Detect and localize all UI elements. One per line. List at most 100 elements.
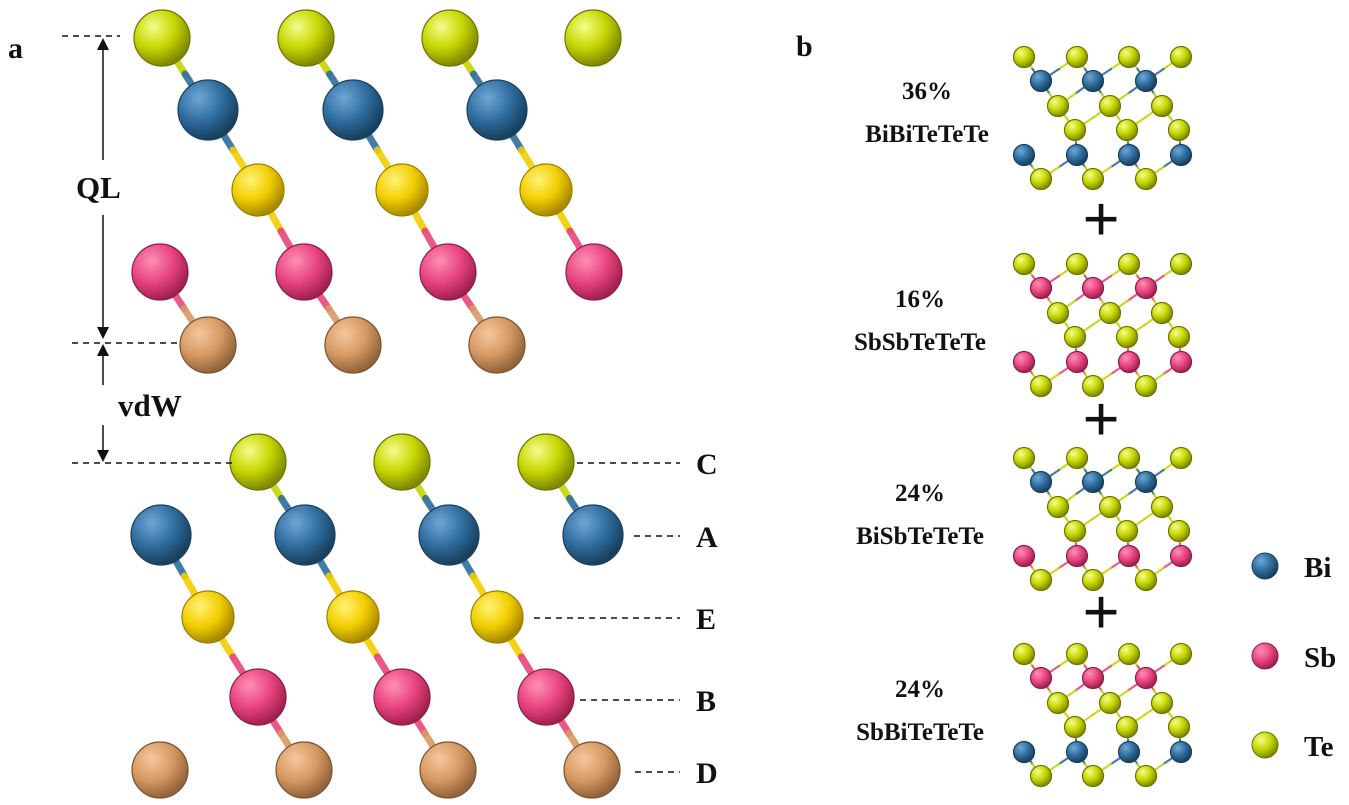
te-atom (1012, 446, 1036, 470)
bi-atom (1029, 69, 1053, 93)
bi-atom (1012, 740, 1036, 764)
bi-atom (1081, 470, 1105, 494)
layer-label-d: D (696, 757, 718, 790)
te-atom (1065, 45, 1089, 69)
bi-atom (1169, 143, 1193, 167)
te-atom (1063, 715, 1087, 739)
layer-label-b: B (696, 685, 716, 718)
te-atom (373, 433, 431, 491)
sb-atom (1081, 666, 1105, 690)
sb-atom (565, 243, 623, 301)
te-atom (1063, 118, 1087, 142)
legend-bi-marker (1251, 552, 1279, 580)
te-atom (1046, 301, 1070, 325)
config-2-name: SbSbTeTeTe (854, 329, 986, 356)
sb-atom (131, 243, 189, 301)
bi-atom (1134, 470, 1158, 494)
bi-atom (1117, 740, 1141, 764)
te-atom (1134, 374, 1158, 398)
config-1-percent: 36% (902, 78, 952, 105)
te-atom (1134, 167, 1158, 191)
te-atom (1098, 94, 1122, 118)
te-atom (1150, 691, 1174, 715)
te-atom (1046, 691, 1070, 715)
sb-atom (1029, 666, 1053, 690)
te-atom (1117, 642, 1141, 666)
sb-atom (1134, 276, 1158, 300)
panel-a: a QL vdW C A E B D (8, 9, 718, 799)
bi-atom (1134, 69, 1158, 93)
sb-atom (517, 668, 575, 726)
legend-bi-label: Bi (1304, 552, 1331, 584)
te-atom (133, 9, 191, 67)
te-atom (1169, 45, 1193, 69)
te-atom (1029, 167, 1053, 191)
te-atom (564, 9, 622, 67)
atom (179, 316, 237, 374)
te-atom (277, 9, 335, 67)
bi-atom (562, 504, 624, 566)
te-atom (1081, 374, 1105, 398)
sb-atom (1117, 544, 1141, 568)
config-structure-1 (1012, 45, 1193, 191)
plus-sign-3: + (1082, 576, 1120, 649)
bi-atom (130, 504, 192, 566)
config-1-name: BiBiTeTeTe (865, 121, 989, 148)
te-atom (1012, 45, 1036, 69)
te-atom (1167, 519, 1191, 543)
te-atom (1098, 691, 1122, 715)
sb-atom (275, 243, 333, 301)
sb-atom (1117, 350, 1141, 374)
te-atom (1063, 519, 1087, 543)
atom (563, 741, 621, 799)
te-atom (1081, 568, 1105, 592)
te-atom (1065, 252, 1089, 276)
te-atom (421, 9, 479, 67)
legend-sb-marker (1251, 642, 1279, 670)
atom (468, 316, 526, 374)
te-atom (229, 433, 287, 491)
panel-a-atoms (130, 9, 624, 799)
plus-sign-2: + (1082, 383, 1120, 456)
sb-atom (1012, 350, 1036, 374)
te-atom (1115, 118, 1139, 142)
te-atom (1117, 45, 1141, 69)
panel-b: b 36% BiBiTeTeTe 16% SbSbTeTeTe 24% BiSb… (796, 30, 1336, 788)
bi-atom (418, 504, 480, 566)
te-atom (1169, 446, 1193, 470)
bi-atom (274, 504, 336, 566)
legend-sb-label: Sb (1304, 642, 1336, 674)
sb-atom (1169, 544, 1193, 568)
sb-atom (1065, 350, 1089, 374)
te-atom (1134, 568, 1158, 592)
sb-atom (373, 668, 431, 726)
te-atom (1029, 568, 1053, 592)
te-atom (1081, 167, 1105, 191)
te-atom (1167, 715, 1191, 739)
sb-atom (1169, 350, 1193, 374)
te-atom (1063, 325, 1087, 349)
layer-label-e: E (696, 603, 716, 636)
te-atom (1012, 642, 1036, 666)
config-structure-2 (1012, 252, 1193, 398)
te-atom (470, 590, 524, 644)
sb-atom (419, 243, 477, 301)
bi-atom (1012, 143, 1036, 167)
te-atom (1167, 325, 1191, 349)
layer-label-a: A (696, 521, 718, 554)
bi-atom (1065, 143, 1089, 167)
atom (131, 741, 189, 799)
vdw-label: vdW (118, 388, 182, 423)
te-atom (1150, 301, 1174, 325)
config-structure-4 (1012, 642, 1193, 788)
atom (419, 741, 477, 799)
bi-atom (1081, 69, 1105, 93)
bi-atom (1029, 470, 1053, 494)
panel-b-structures (1012, 45, 1193, 788)
sb-atom (1081, 276, 1105, 300)
panel-a-label: a (8, 32, 23, 65)
atom (324, 316, 382, 374)
bi-atom (466, 79, 528, 141)
layer-label-c: C (696, 448, 718, 481)
